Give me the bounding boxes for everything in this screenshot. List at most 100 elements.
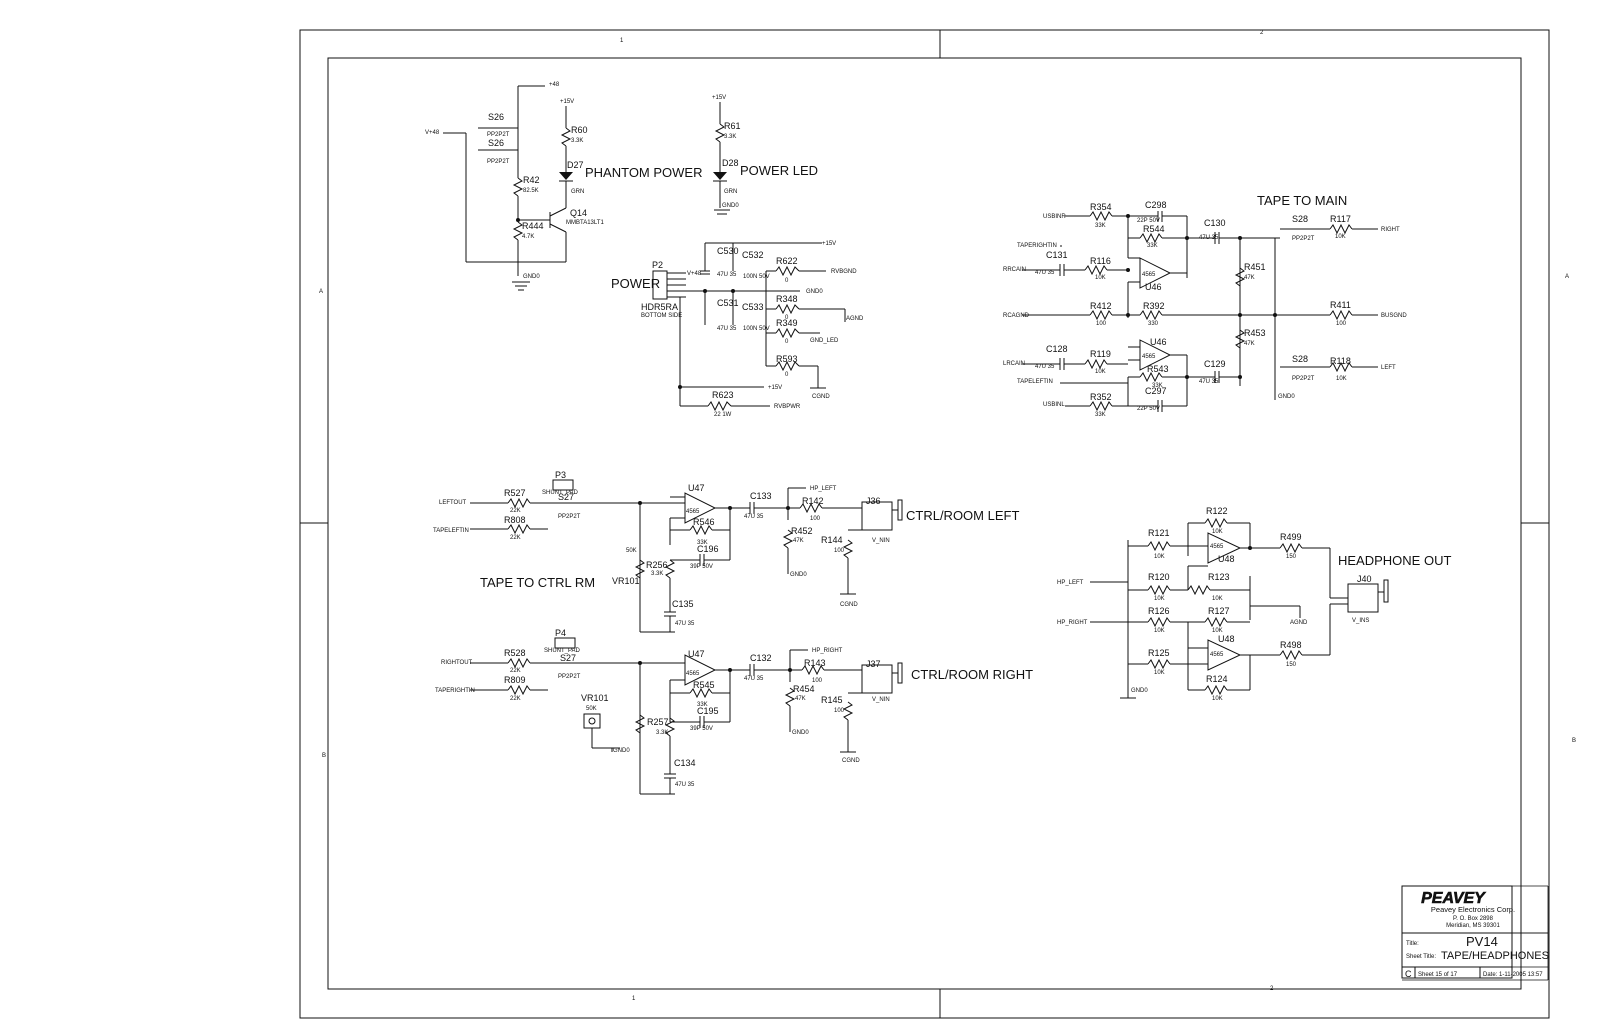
svg-text:R453: R453 [1244,328,1266,338]
svg-text:GRN: GRN [724,189,737,195]
svg-text:GRN: GRN [571,189,584,195]
svg-text:4.7K: 4.7K [522,234,534,240]
svg-text:10K: 10K [1154,554,1165,560]
svg-text:22K: 22K [510,535,521,541]
svg-text:GND_LED: GND_LED [810,338,839,344]
svg-text:CGND: CGND [840,602,858,608]
svg-text:J37: J37 [866,659,881,669]
svg-text:+15V: +15V [768,385,782,391]
svg-text:R392: R392 [1143,301,1165,311]
svg-text:47U 35: 47U 35 [675,621,695,627]
svg-text:0: 0 [785,278,789,284]
col-marker-bottom-1: 1 [632,996,636,1002]
svg-text:Meridian, MS 39301: Meridian, MS 39301 [1446,923,1500,929]
svg-text:V+48: V+48 [687,271,702,277]
svg-text:R809: R809 [504,675,526,685]
svg-text:50K: 50K [626,548,637,554]
svg-text:GND0: GND0 [1278,394,1295,400]
svg-text:100: 100 [834,548,845,554]
svg-text:R61: R61 [724,121,741,131]
svg-text:PP2P2T: PP2P2T [558,674,581,680]
svg-text:33K: 33K [1152,383,1163,389]
svg-text:47U 35: 47U 35 [1199,379,1219,385]
svg-text:RIGHTOUT: RIGHTOUT [441,660,473,666]
svg-text:R125: R125 [1148,648,1170,658]
svg-text:D27: D27 [567,160,584,170]
svg-text:U46: U46 [1150,337,1167,347]
svg-text:V+48: V+48 [425,130,440,136]
svg-text:V_NIN: V_NIN [872,538,890,544]
svg-text:3.3K: 3.3K [571,138,583,144]
svg-text:U47: U47 [688,649,705,659]
svg-text:Title:: Title: [1406,941,1419,947]
svg-text:GND0: GND0 [613,748,630,754]
svg-text:TAPERIGHTIN: TAPERIGHTIN [1017,243,1057,249]
svg-text:4565: 4565 [686,671,700,677]
svg-text:R124: R124 [1206,674,1228,684]
svg-text:C532: C532 [742,250,764,260]
svg-text:RRCAIN: RRCAIN [1003,267,1026,273]
svg-text:C130: C130 [1204,218,1226,228]
svg-text:100: 100 [810,516,821,522]
svg-text:22P 50V: 22P 50V [1137,406,1160,412]
svg-text:S27: S27 [558,492,574,502]
svg-text:TAPERIGHTIN: TAPERIGHTIN [435,688,475,694]
svg-text:4565: 4565 [1210,544,1224,550]
svg-text:V_INS: V_INS [1352,618,1369,624]
svg-text:P. O. Box 2898: P. O. Box 2898 [1453,916,1494,922]
svg-text:R528: R528 [504,648,526,658]
svg-text:S28: S28 [1292,354,1308,364]
svg-text:R42: R42 [523,175,540,185]
svg-text:3.3K: 3.3K [651,571,663,577]
svg-text:TAPELEFTIN: TAPELEFTIN [433,528,469,534]
svg-text:0: 0 [785,339,789,345]
svg-text:U46: U46 [1145,282,1162,292]
svg-text:R412: R412 [1090,301,1112,311]
svg-text:GND0: GND0 [1131,688,1148,694]
svg-text:100: 100 [1096,321,1107,327]
svg-text:LEFT: LEFT [1381,365,1396,371]
svg-text:0: 0 [785,315,789,321]
svg-text:C195: C195 [697,706,719,716]
svg-text:RVBPWR: RVBPWR [774,404,801,410]
svg-text:R256: R256 [646,560,668,570]
svg-text:3.3K: 3.3K [656,730,668,736]
svg-text:R352: R352 [1090,392,1112,402]
svg-text:0: 0 [785,372,789,378]
svg-text:R593: R593 [776,354,798,364]
svg-text:C196: C196 [697,544,719,554]
svg-text:10K: 10K [1212,529,1223,535]
svg-text:HP_RIGHT: HP_RIGHT [1057,620,1088,626]
svg-text:R119: R119 [1090,349,1111,359]
svg-text:LRCAIN: LRCAIN [1003,361,1025,367]
svg-text:10K: 10K [1336,376,1347,382]
svg-text:C297: C297 [1145,386,1167,396]
peavey-logo: PEAVEY [1421,890,1486,907]
svg-text:HEADPHONE OUT: HEADPHONE OUT [1338,553,1451,568]
svg-text:R123: R123 [1208,572,1230,582]
svg-text:R623: R623 [712,390,734,400]
svg-text:C132: C132 [750,653,772,663]
svg-text:82.5K: 82.5K [523,188,539,194]
svg-text:C531: C531 [717,298,739,308]
svg-text:4565: 4565 [1142,272,1156,278]
svg-text:10K: 10K [1154,628,1165,634]
svg-text:R144: R144 [821,535,843,545]
svg-text:22K: 22K [510,696,521,702]
svg-text:R257: R257 [647,717,669,727]
svg-text:33K: 33K [697,702,708,708]
svg-text:GND0: GND0 [806,289,823,295]
svg-text:10K: 10K [1154,596,1165,602]
svg-text:C131: C131 [1046,250,1068,260]
title-block: PEAVEY Peavey Electronics Corp. P. O. Bo… [1401,885,1549,981]
svg-text:U48: U48 [1218,634,1235,644]
svg-text:R808: R808 [504,515,526,525]
svg-text:POWER: POWER [611,276,660,291]
col-marker-top-2: 2 [1260,30,1264,36]
svg-text:R498: R498 [1280,640,1302,650]
svg-text:GND0: GND0 [792,730,809,736]
sheet-title: TAPE/HEADPHONES [1441,950,1549,962]
svg-text:USBINL: USBINL [1043,402,1065,408]
svg-text:33K: 33K [1095,223,1106,229]
svg-text:39P 50V: 39P 50V [690,726,713,732]
